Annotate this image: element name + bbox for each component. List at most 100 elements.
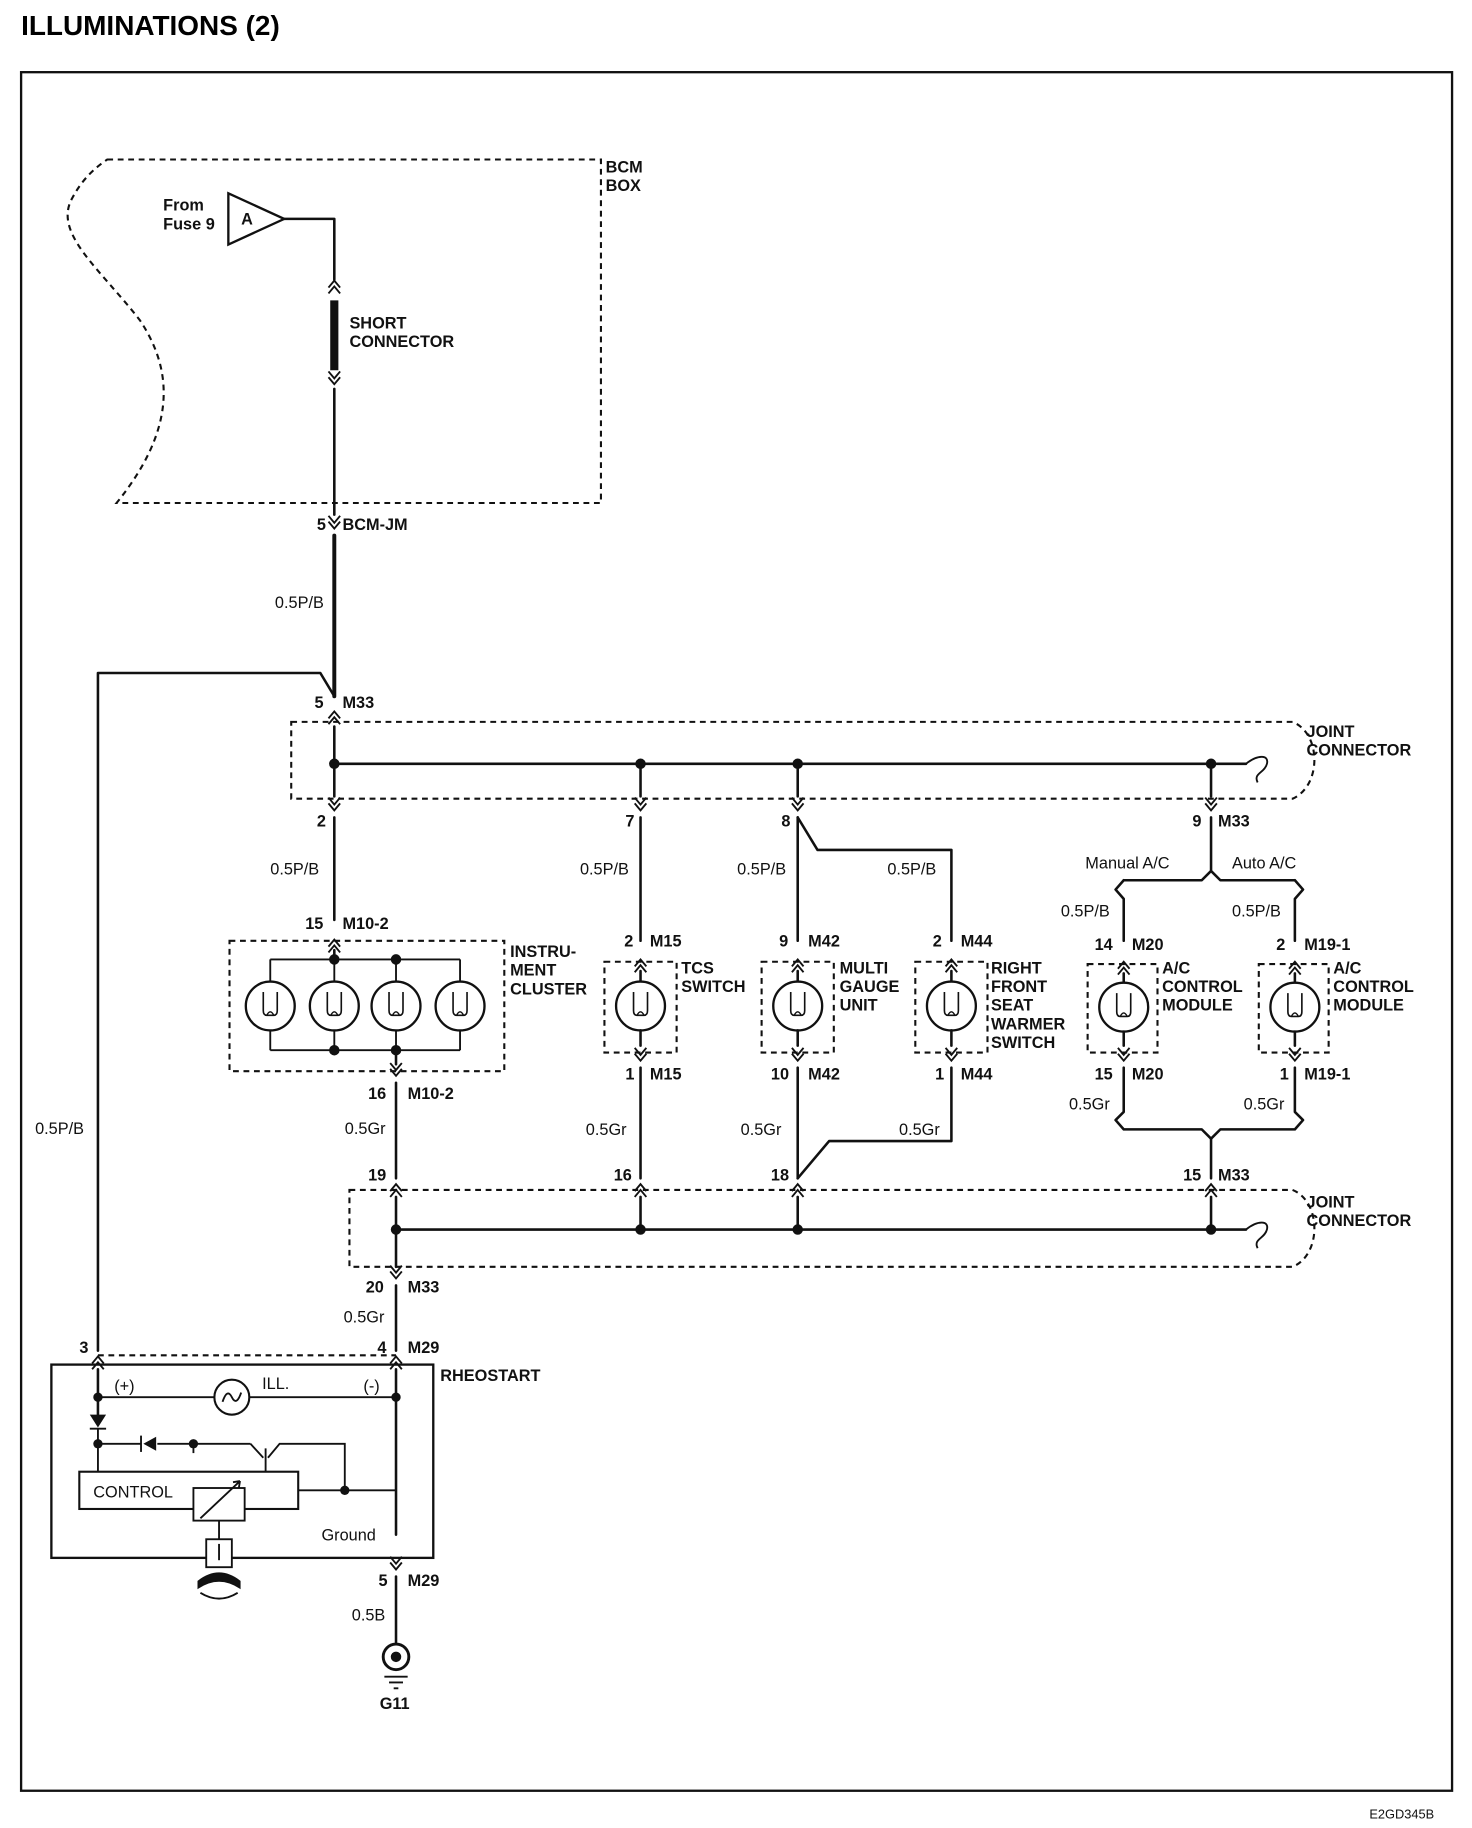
cluster-label-3: CLUSTER xyxy=(510,980,587,998)
m19-bottom-connector: M19-1 xyxy=(1304,1065,1350,1083)
ground-icon xyxy=(381,1642,411,1690)
lower-joint-node-3 xyxy=(792,1224,803,1235)
m19-pin-1-number: 1 xyxy=(1280,1065,1289,1083)
seat-label-3: SEAT xyxy=(991,997,1033,1015)
m33-pin-19-number: 19 xyxy=(368,1167,386,1185)
wire-label-ac2-in: 0.5P/B xyxy=(1232,902,1281,920)
m29-pin-3-number: 3 xyxy=(79,1339,88,1357)
rheostat-diode-1-icon xyxy=(89,1414,107,1428)
wire-label-cluster-out: 0.5Gr xyxy=(345,1120,386,1138)
m10-2-pin-16-number: 16 xyxy=(368,1085,386,1103)
source-fuse-label: Fuse 9 xyxy=(163,215,215,233)
cluster-lamp-1-icon xyxy=(244,980,296,1032)
source-triangle-icon xyxy=(227,191,288,247)
m42-bottom-connector: M42 xyxy=(808,1065,840,1083)
m15-pin-1-icon xyxy=(633,1046,648,1062)
multi-outline xyxy=(760,960,835,1054)
m33-pin-18-number: 18 xyxy=(771,1167,789,1185)
m10-2-top-connector: M10-2 xyxy=(342,915,388,933)
wire-label-ac1-in: 0.5P/B xyxy=(1061,902,1110,920)
seat-outline xyxy=(914,960,989,1054)
rheostat-diode-2-icon xyxy=(143,1436,157,1451)
m42-pin-9-number: 9 xyxy=(779,933,788,951)
m15-pin-2-number: 2 xyxy=(624,933,633,951)
wire-label-ac2-out: 0.5Gr xyxy=(1244,1096,1285,1114)
m33-pin-2-icon xyxy=(327,796,342,812)
m29-pin-4-number: 4 xyxy=(377,1339,386,1357)
rheostat-ill-label: ILL. xyxy=(262,1375,289,1393)
rheostat-node-plus xyxy=(93,1392,103,1402)
cluster-outline xyxy=(228,939,506,1073)
ac2-lamp-icon xyxy=(1269,981,1321,1033)
wire-label-tcs-out: 0.5Gr xyxy=(586,1121,627,1139)
ac1-label-3: MODULE xyxy=(1162,997,1233,1015)
lower-joint-node-1 xyxy=(390,1224,402,1235)
m15-pin-1-number: 1 xyxy=(625,1065,634,1083)
wire-label-seat-in: 0.5P/B xyxy=(887,860,936,878)
m33-pin-8-icon xyxy=(790,796,805,812)
m33-pin-9-number: 9 xyxy=(1192,813,1201,831)
seat-label-5: SWITCH xyxy=(991,1034,1055,1052)
ac2-label-1: A/C xyxy=(1333,959,1361,977)
seat-label-4: WARMER xyxy=(991,1015,1065,1033)
lower-joint-label-1: JOINT xyxy=(1307,1193,1355,1211)
ground-label: G11 xyxy=(380,1695,410,1713)
rheostat-ground-label: Ground xyxy=(321,1526,375,1544)
m29-pin-5-number: 5 xyxy=(379,1572,388,1590)
wire-label-to-rheostat: 0.5Gr xyxy=(344,1309,385,1327)
bcm-box-outline xyxy=(66,158,602,505)
rheostat-variable-resistor xyxy=(192,1487,246,1522)
ac1-label-2: CONTROL xyxy=(1162,978,1243,996)
m33-pin-5-connector: M33 xyxy=(342,694,374,712)
m33-pin-7-number: 7 xyxy=(625,813,634,831)
lower-joint-label-2: CONNECTOR xyxy=(1307,1212,1412,1230)
wire-label-bcm-to-m33: 0.5P/B xyxy=(275,594,324,612)
m19-pin-2-number: 2 xyxy=(1276,936,1285,954)
cluster-node-top-2 xyxy=(390,954,402,965)
upper-joint-label-1: JOINT xyxy=(1307,723,1355,741)
multi-lamp-icon xyxy=(772,980,824,1032)
m15-top-connector: M15 xyxy=(650,933,682,951)
cluster-label-2: MENT xyxy=(510,962,556,980)
ac-manual-label: Manual A/C xyxy=(1085,855,1169,873)
wire-label-seat-out: 0.5Gr xyxy=(899,1121,940,1139)
m15-bottom-connector: M15 xyxy=(650,1065,682,1083)
m20-pin-15-icon xyxy=(1116,1046,1131,1062)
page-title: ILLUMINATIONS (2) xyxy=(21,10,280,41)
m42-pin-10-icon xyxy=(790,1046,805,1062)
multi-label-3: UNIT xyxy=(840,997,878,1015)
m29-top-connector: M29 xyxy=(408,1339,440,1357)
wire-label-ground: 0.5B xyxy=(352,1607,386,1625)
rheostat-control-block xyxy=(78,1470,300,1511)
short-connector-label-1: SHORT xyxy=(349,314,406,332)
wire-label-multi-out: 0.5Gr xyxy=(741,1121,782,1139)
lower-joint-node-4 xyxy=(1205,1224,1217,1235)
m19-top-connector: M19-1 xyxy=(1304,936,1350,954)
m20-pin-15-number: 15 xyxy=(1095,1065,1113,1083)
rheostat-control-label: CONTROL xyxy=(93,1483,173,1501)
bcm-label-1: BCM xyxy=(606,158,643,176)
tcs-outline xyxy=(603,960,678,1054)
rheostat-minus-label: (-) xyxy=(363,1377,379,1395)
tcs-lamp-icon xyxy=(614,980,667,1032)
m42-pin-10-number: 10 xyxy=(771,1065,789,1083)
ac2-label-2: CONTROL xyxy=(1333,978,1414,996)
m44-pin-1-number: 1 xyxy=(935,1065,944,1083)
tcs-label-2: SWITCH xyxy=(681,978,745,996)
m33-pin-15-number: 15 xyxy=(1183,1167,1201,1185)
source-from-label: From xyxy=(163,197,204,215)
wire-label-ac1-out: 0.5Gr xyxy=(1069,1096,1110,1114)
bcm-jm-pin-number: 5 xyxy=(317,516,326,534)
cluster-node-top-1 xyxy=(329,954,340,965)
m29-bottom-connector: M29 xyxy=(408,1572,440,1590)
m33-pin-2-number: 2 xyxy=(317,813,326,831)
lower-joint-connector-outline xyxy=(348,1188,1316,1268)
tcs-label-1: TCS xyxy=(681,959,714,977)
m20-top-connector: M20 xyxy=(1132,936,1164,954)
ac-auto-label: Auto A/C xyxy=(1232,855,1297,873)
source-connector-letter: A xyxy=(241,211,253,229)
short-connector-label-2: CONNECTOR xyxy=(349,333,454,351)
m44-pin-2-number: 2 xyxy=(933,933,942,951)
